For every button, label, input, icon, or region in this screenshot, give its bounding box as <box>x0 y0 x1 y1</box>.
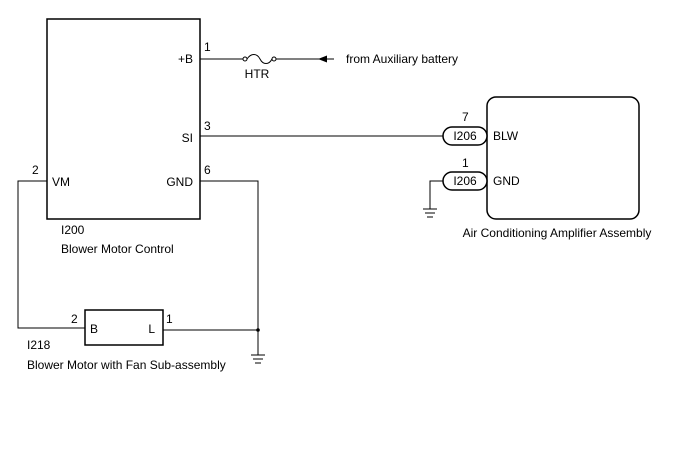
ac-amp-pin-blw-label: BLW <box>493 129 519 143</box>
ground-icon <box>251 354 265 364</box>
blower-motor-code: I218 <box>27 338 51 352</box>
wire-ac-gnd-to-ground <box>429 180 443 209</box>
junction-dot <box>256 328 260 332</box>
blower-motor-pin1-num: 1 <box>166 312 173 326</box>
blower-control-pin1-num: 1 <box>204 40 211 54</box>
blower-control-pin-si-label: SI <box>182 131 193 145</box>
ac-amp-gnd-connector-label: I206 <box>453 174 477 188</box>
blower-motor-pin2-num: 2 <box>71 312 78 326</box>
blower-control-code: I200 <box>61 223 85 237</box>
blower-motor-pin-b-label: B <box>90 322 98 336</box>
power-source-label: from Auxiliary battery <box>346 52 458 66</box>
ac-amp-blw-connector <box>442 126 488 146</box>
ac-amp-pin1-num: 1 <box>462 156 469 170</box>
fuse-label: HTR <box>245 67 270 81</box>
ac-amp-blw-connector-label: I206 <box>453 129 477 143</box>
blower-control-pin6-num: 6 <box>204 163 211 177</box>
blower-control-pin-b-plus-label: +B <box>178 52 193 66</box>
ac-amplifier-box <box>486 96 640 220</box>
blower-control-pin3-num: 3 <box>204 119 211 133</box>
ground-icon <box>423 208 437 218</box>
blower-control-pin-vm-label: VM <box>52 175 70 189</box>
blower-motor-control-box <box>46 18 201 220</box>
wire-vm-to-motor-b <box>17 180 85 329</box>
arrow-from-battery-icon <box>318 55 327 63</box>
blower-motor-pin-l-label: L <box>148 322 155 336</box>
ac-amp-pin7-num: 7 <box>462 110 469 124</box>
blower-control-pin-gnd-label: GND <box>166 175 193 189</box>
ac-amplifier-name: Air Conditioning Amplifier Assembly <box>463 226 652 240</box>
blower-motor-name: Blower Motor with Fan Sub-assembly <box>27 358 226 372</box>
blower-motor-box <box>84 309 164 346</box>
fuse-symbol <box>242 54 277 64</box>
ac-amp-pin-gnd-label: GND <box>493 174 520 188</box>
wire-gnd-to-ground <box>200 180 259 355</box>
blower-control-name: Blower Motor Control <box>61 242 174 256</box>
blower-control-pin2-num: 2 <box>32 163 39 177</box>
